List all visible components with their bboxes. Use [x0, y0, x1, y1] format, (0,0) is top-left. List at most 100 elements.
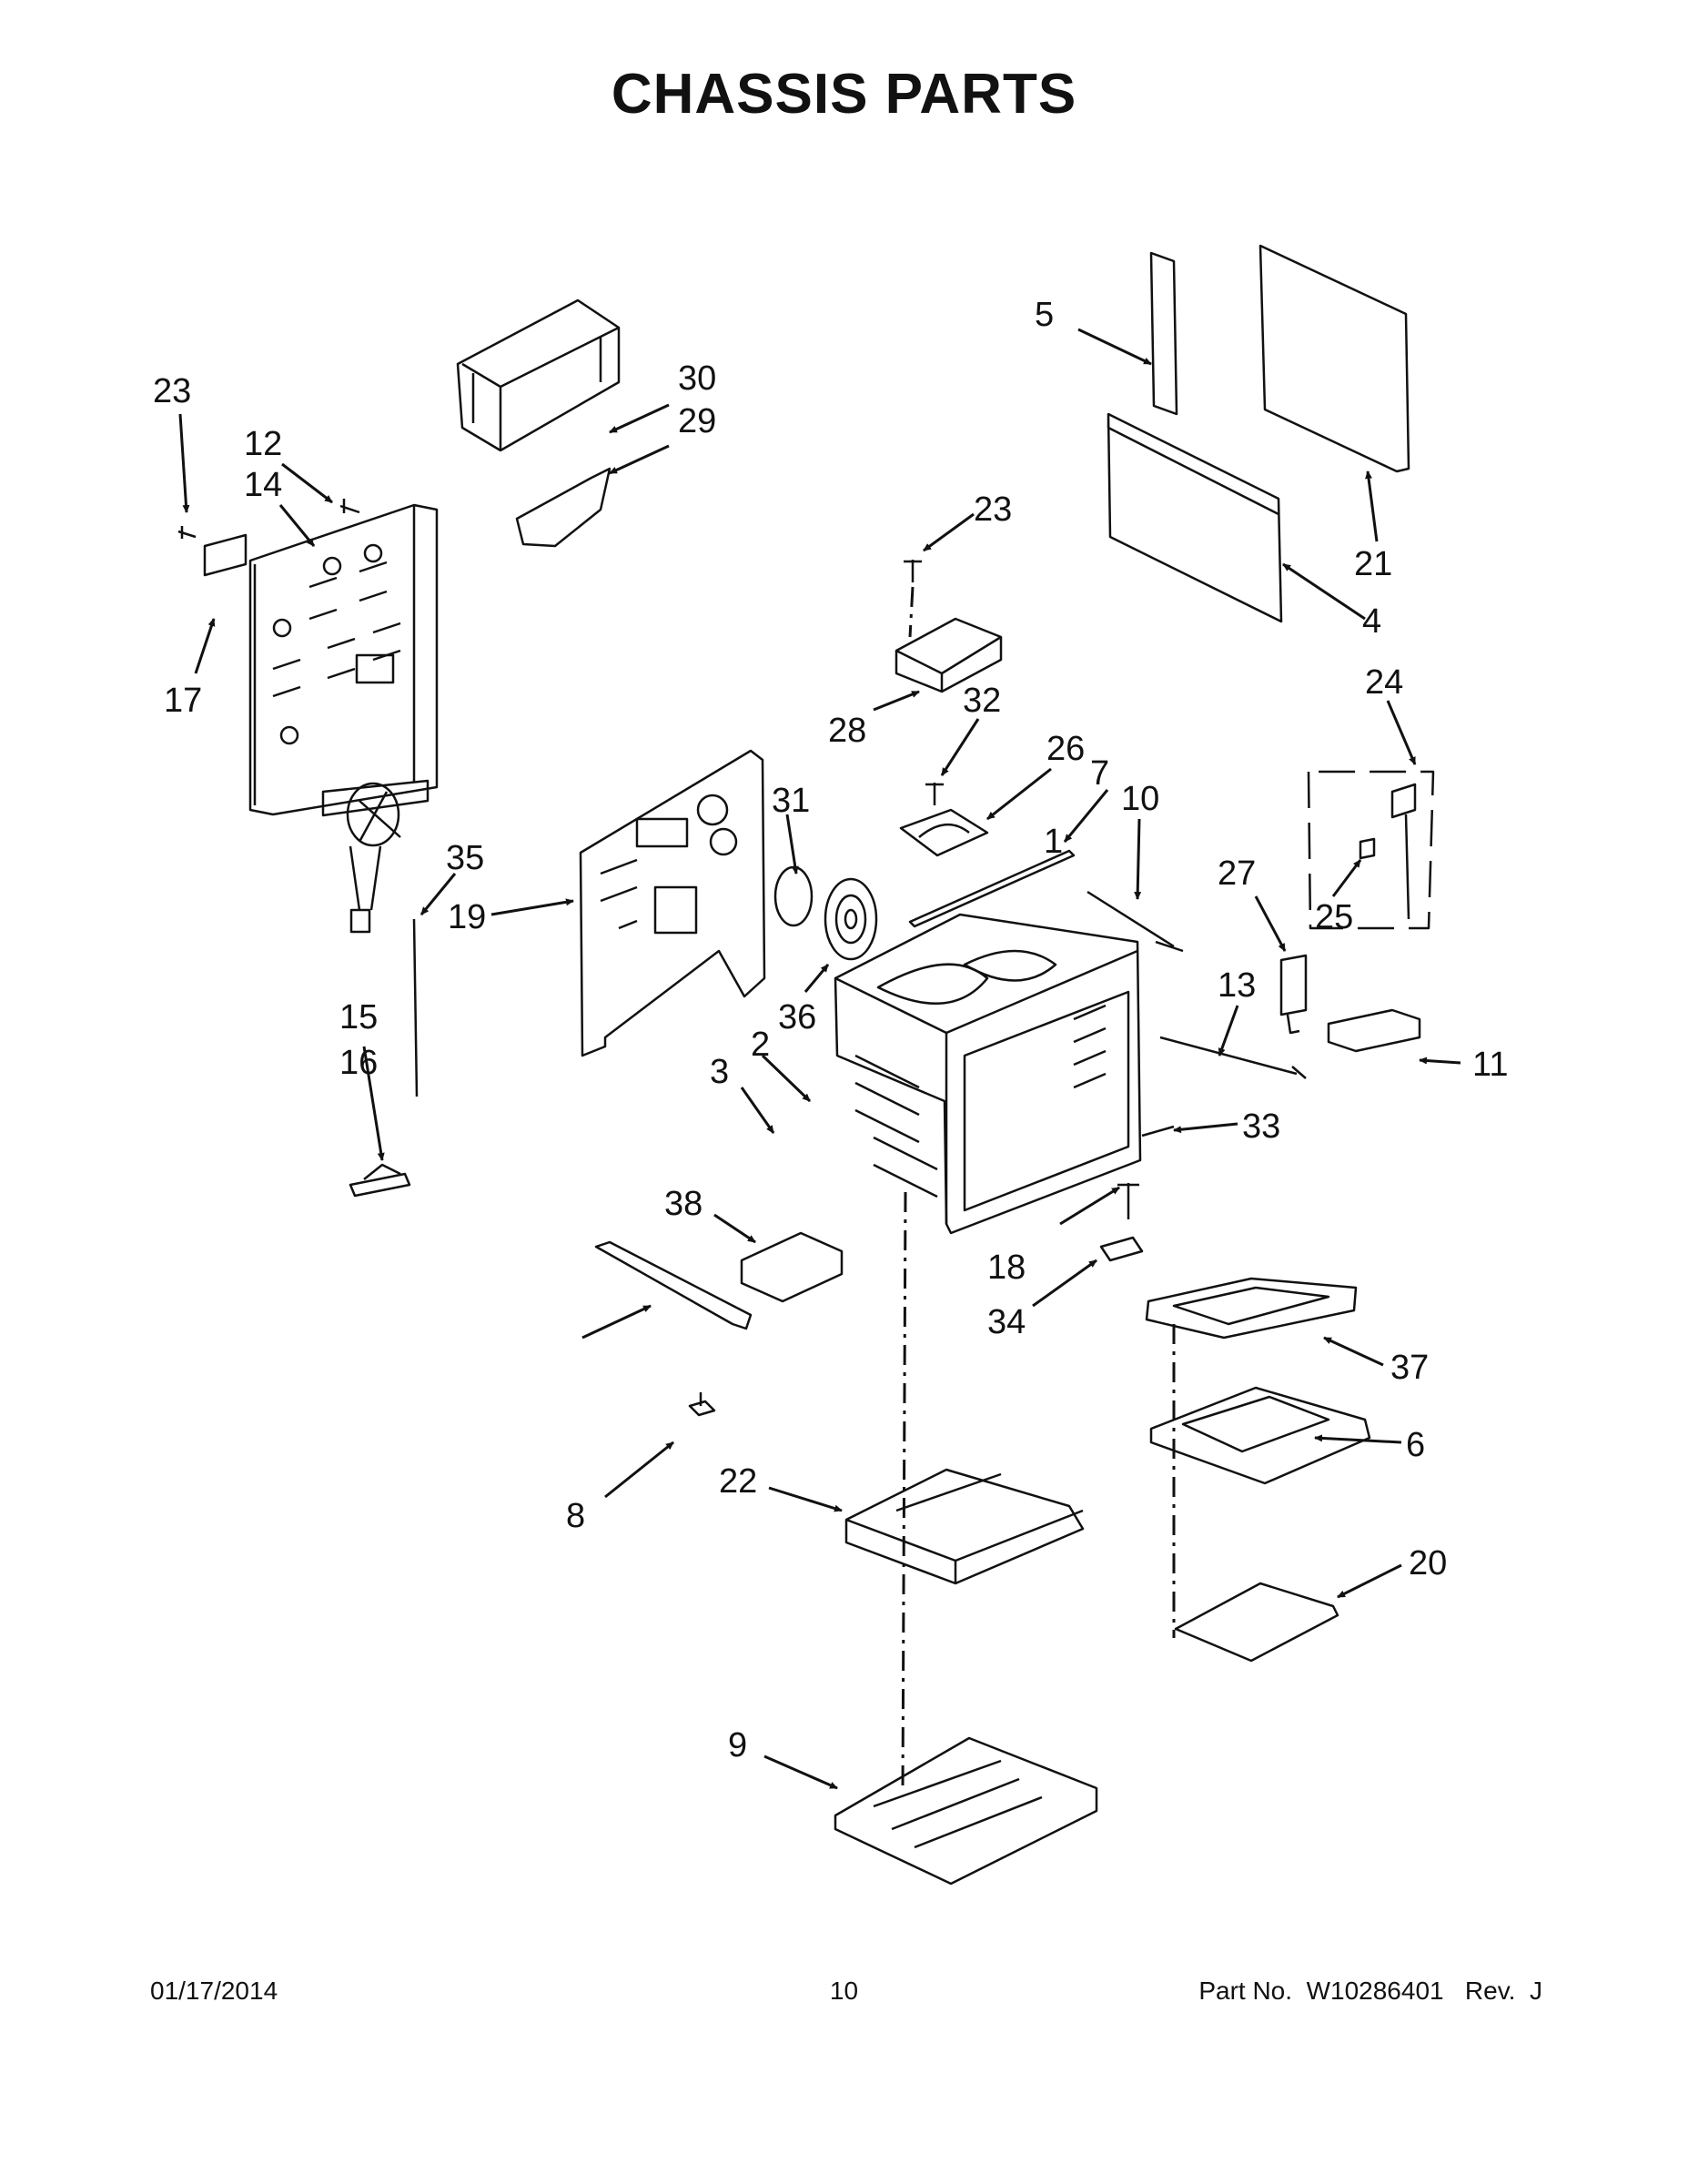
rear-panel-part	[248, 503, 439, 816]
leader-9	[763, 1754, 838, 1790]
callout-7: 7	[1090, 754, 1109, 793]
callout-14: 14	[244, 466, 282, 504]
leader-33	[1173, 1122, 1238, 1134]
alignment-line-center	[901, 1191, 907, 1794]
leader-25	[1331, 859, 1362, 897]
leader-23-center	[923, 512, 975, 552]
vent-baffle-part	[515, 467, 612, 548]
thermal-fuse-part	[349, 1163, 411, 1198]
leader-32	[940, 718, 980, 776]
screw-part-18	[1117, 1183, 1139, 1219]
oven-rear-wall-part	[579, 749, 766, 1057]
leader-1	[581, 1304, 652, 1340]
leader-27	[1254, 895, 1287, 952]
insulation-part	[1174, 1582, 1339, 1663]
slide-rail-part	[594, 1240, 753, 1330]
tray-part-37	[1145, 1277, 1358, 1340]
callout-37: 37	[1390, 1349, 1429, 1387]
callout-1: 1	[1044, 823, 1063, 861]
cooling-fan-part	[899, 808, 989, 857]
callout-36: 36	[778, 998, 816, 1036]
probe-part	[1159, 1036, 1307, 1079]
screw-part-23-left	[177, 526, 197, 539]
leader-20	[1337, 1563, 1402, 1599]
callout-9: 9	[728, 1726, 747, 1764]
leader-5	[1077, 328, 1152, 366]
leader-38	[713, 1213, 756, 1244]
leader-11	[1419, 1057, 1461, 1065]
fan-blade-part	[773, 865, 878, 961]
leader-6	[1314, 1434, 1402, 1444]
leader-31	[785, 814, 799, 875]
callout-24: 24	[1365, 663, 1403, 702]
fan-motor-part	[321, 779, 430, 934]
leader-36	[804, 964, 830, 993]
callout-28: 28	[828, 712, 866, 750]
bracket-part-38	[740, 1231, 844, 1303]
sensor-part-10	[1087, 890, 1184, 953]
leader-14	[278, 504, 316, 547]
callout-30: 30	[678, 359, 716, 398]
screw-part-12	[339, 499, 360, 514]
callout-32: 32	[963, 682, 1001, 720]
leveling-leg-part	[688, 1392, 716, 1417]
top-panel-part	[1107, 412, 1283, 623]
callout-15: 15	[339, 998, 378, 1036]
callout-4: 4	[1362, 602, 1381, 641]
leader-13	[1218, 1005, 1239, 1057]
callout-17: 17	[164, 682, 202, 720]
leader-17	[194, 618, 216, 674]
leader-8	[604, 1441, 674, 1499]
leader-18	[1059, 1186, 1120, 1226]
leader-26	[986, 767, 1052, 821]
control-part-11	[1327, 1008, 1421, 1053]
callout-23-left: 23	[153, 372, 191, 410]
callout-25: 25	[1315, 898, 1353, 936]
leader-35	[419, 873, 457, 915]
igniter-part	[1279, 954, 1308, 1035]
leader-24	[1386, 700, 1417, 765]
callout-5: 5	[1035, 296, 1054, 334]
bracket-part-17	[203, 533, 248, 577]
callout-11: 11	[1472, 1046, 1508, 1084]
callout-8: 8	[566, 1497, 585, 1535]
callout-16: 16	[339, 1044, 378, 1082]
callout-35: 35	[446, 839, 484, 877]
leader-3	[740, 1087, 775, 1134]
callout-31: 31	[772, 782, 810, 820]
leader-7	[1063, 789, 1109, 843]
screw-part-32	[925, 783, 944, 805]
leader-19	[490, 898, 574, 916]
leader-28	[873, 690, 920, 712]
footer-date: 01/17/2014	[150, 1977, 278, 2005]
leader-16	[362, 1046, 385, 1161]
broil-pan-part	[834, 1736, 1098, 1886]
callout-33: 33	[1242, 1107, 1280, 1146]
leader-37	[1323, 1336, 1384, 1367]
leader-23-left	[178, 413, 190, 513]
leader-12	[281, 462, 333, 504]
trim-strip-part	[908, 849, 1076, 928]
callout-19: 19	[448, 898, 486, 936]
leader-4	[1282, 562, 1366, 621]
leader-22	[768, 1486, 843, 1512]
callout-10: 10	[1121, 780, 1159, 818]
leader-34	[1032, 1259, 1097, 1308]
leader-10	[1134, 818, 1142, 900]
oven-cavity-part	[834, 913, 1142, 1235]
callout-23-center: 23	[974, 490, 1012, 529]
callout-38: 38	[664, 1185, 702, 1223]
wire-harness-part	[1307, 770, 1435, 930]
rack-part-6	[1149, 1386, 1371, 1485]
callout-20: 20	[1409, 1544, 1447, 1582]
callout-13: 13	[1218, 966, 1256, 1005]
leader-2	[761, 1054, 812, 1103]
base-pan-part	[844, 1468, 1085, 1585]
callout-26: 26	[1046, 730, 1085, 768]
leader-30	[609, 403, 670, 434]
side-panel-part	[1258, 244, 1410, 473]
cooling-duct-part	[895, 617, 1003, 693]
callout-12: 12	[244, 425, 282, 463]
callout-29: 29	[678, 402, 716, 440]
